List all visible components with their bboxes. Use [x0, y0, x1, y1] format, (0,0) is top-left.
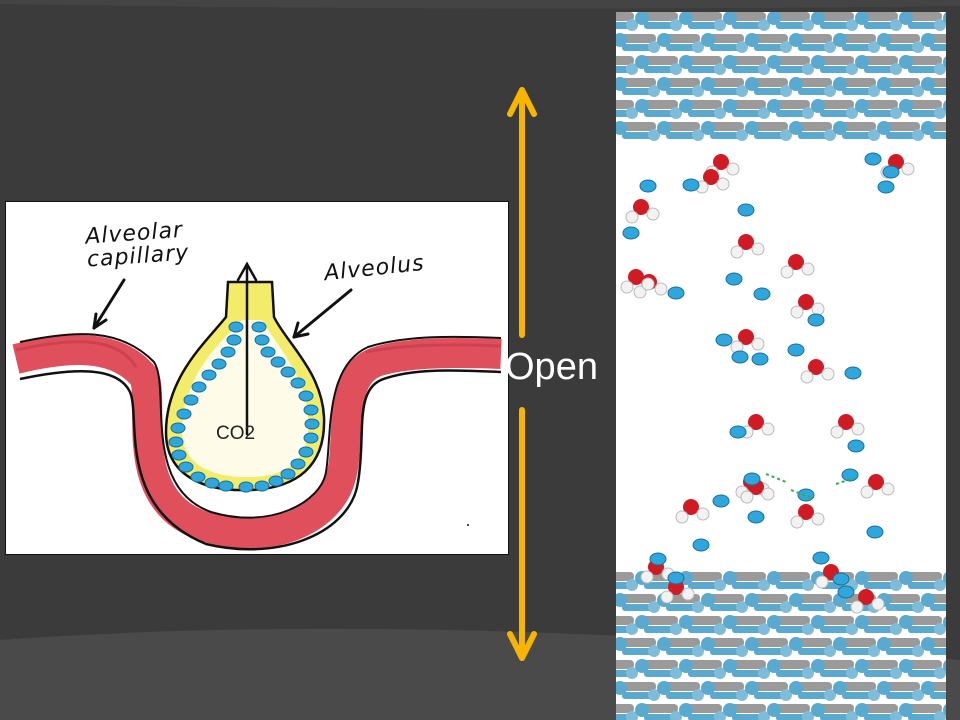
water-molecule [730, 234, 765, 259]
alveolar-capillary-band [12, 335, 502, 549]
water-molecule [860, 474, 895, 499]
capillary-pointer-arrow-icon [92, 278, 126, 330]
water-molecule [620, 269, 655, 294]
molecular-pore-panel [616, 12, 946, 720]
water-molecule [850, 589, 885, 614]
water-molecule [740, 414, 775, 439]
water-molecule [830, 414, 865, 439]
lower-membrane-lattice [616, 571, 946, 720]
water-molecule [625, 199, 660, 224]
alveolus-diagram-panel: Alveolar capillary Alveolus CO2 [5, 201, 509, 555]
water-molecule [780, 254, 815, 279]
double-vertical-arrow-icon [507, 87, 537, 661]
water-molecule [790, 504, 825, 529]
water-molecule [695, 169, 730, 194]
water-molecule [675, 499, 710, 524]
co2-label: CO2 [216, 423, 256, 444]
alveolus-pointer-arrow-icon [292, 288, 353, 339]
alveolar-cells [168, 321, 320, 493]
water-molecule [790, 294, 825, 319]
water-molecule [800, 359, 835, 384]
up-arrow-icon [236, 261, 258, 436]
water-molecules [620, 154, 915, 614]
molecular-pore-diagram [616, 12, 946, 720]
ion-particles [622, 152, 900, 599]
open-label: Open [505, 346, 598, 388]
alveolus-diagram [12, 261, 502, 551]
upper-membrane-lattice [616, 12, 946, 141]
water-molecule [730, 329, 765, 354]
